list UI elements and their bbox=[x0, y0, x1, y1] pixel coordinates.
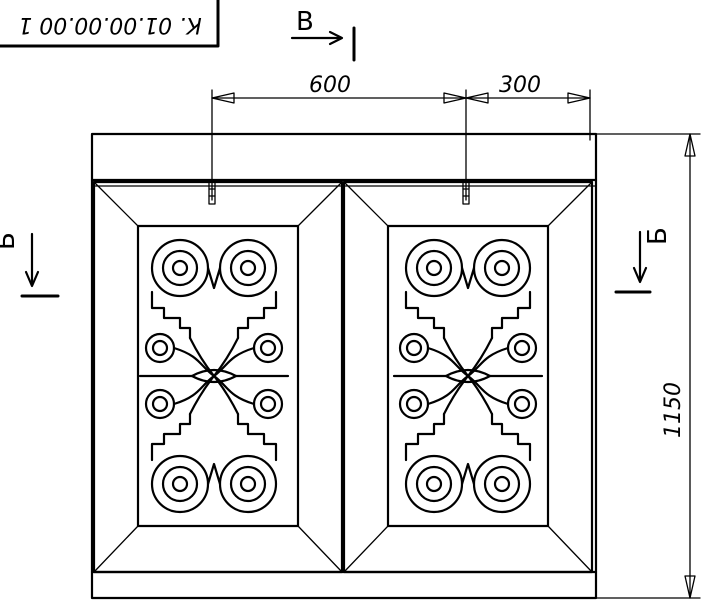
left-panel bbox=[92, 180, 344, 574]
title-stamp: К. 01.00.00.00 1 bbox=[0, 0, 220, 48]
section-letter-left: Б bbox=[0, 232, 21, 250]
section-marker-top: В bbox=[290, 7, 356, 62]
horizontal-dimensions: 600 300 bbox=[211, 73, 591, 201]
section-marker-right: Б bbox=[614, 227, 673, 294]
vertical-dimension: 1150 bbox=[595, 133, 701, 599]
section-letter-right: Б bbox=[643, 227, 673, 245]
section-marker-left: Б bbox=[0, 232, 60, 298]
dimension-300: 300 bbox=[499, 73, 541, 98]
dimension-600: 600 bbox=[309, 73, 351, 98]
dimension-1150: 1150 bbox=[661, 382, 686, 438]
right-panel bbox=[342, 180, 594, 574]
stamp-code: К. 01.00.00.00 1 bbox=[18, 12, 202, 37]
section-letter-top: В bbox=[296, 7, 314, 37]
